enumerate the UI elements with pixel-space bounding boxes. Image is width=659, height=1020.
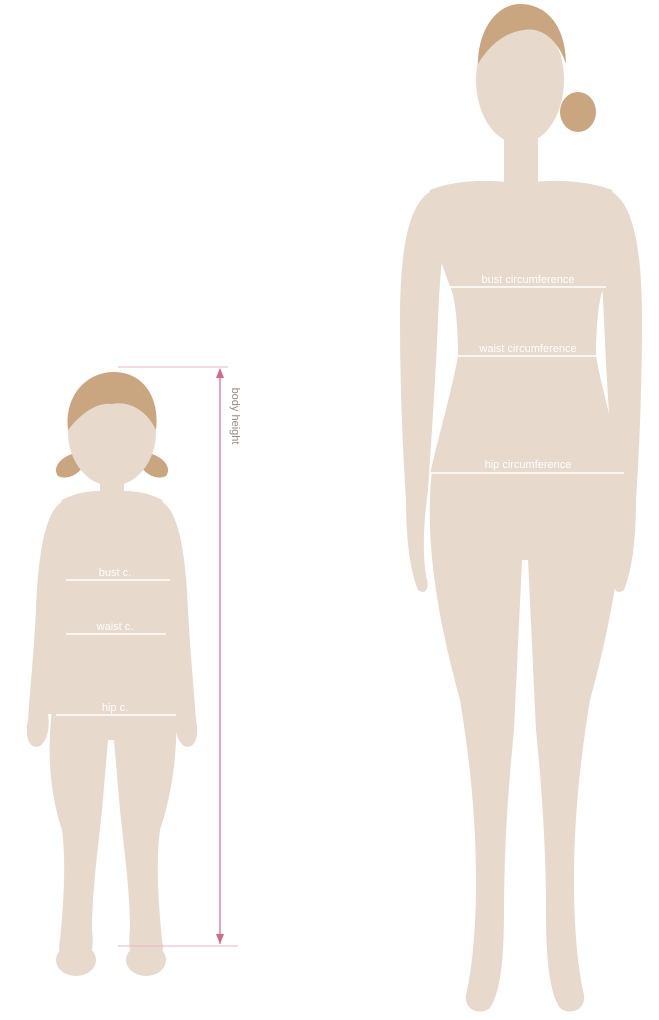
woman-waist-label: waist circumference — [478, 343, 576, 355]
child-hip-label: hip c. — [102, 702, 128, 714]
child-legs — [50, 710, 177, 963]
woman-torso — [428, 181, 624, 474]
child-bust-label: bust c. — [99, 567, 131, 579]
woman-legs — [430, 470, 624, 1012]
woman-hip-label: hip circumference — [485, 459, 572, 471]
child-waist-label: waist c. — [96, 621, 134, 633]
woman-hair-bun — [560, 92, 596, 132]
woman-bust-label: bust circumference — [482, 274, 575, 286]
child-figure: bust c. waist c. hip c. — [27, 372, 198, 976]
height-arrow-head-top — [216, 368, 224, 378]
height-arrow-head-bottom — [216, 934, 224, 944]
child-foot-right — [126, 944, 166, 976]
woman-neck — [504, 136, 538, 188]
child-foot-left — [56, 944, 96, 976]
height-label: body height — [229, 388, 241, 445]
woman-figure: bust circumference waist circumference h… — [400, 4, 642, 1012]
